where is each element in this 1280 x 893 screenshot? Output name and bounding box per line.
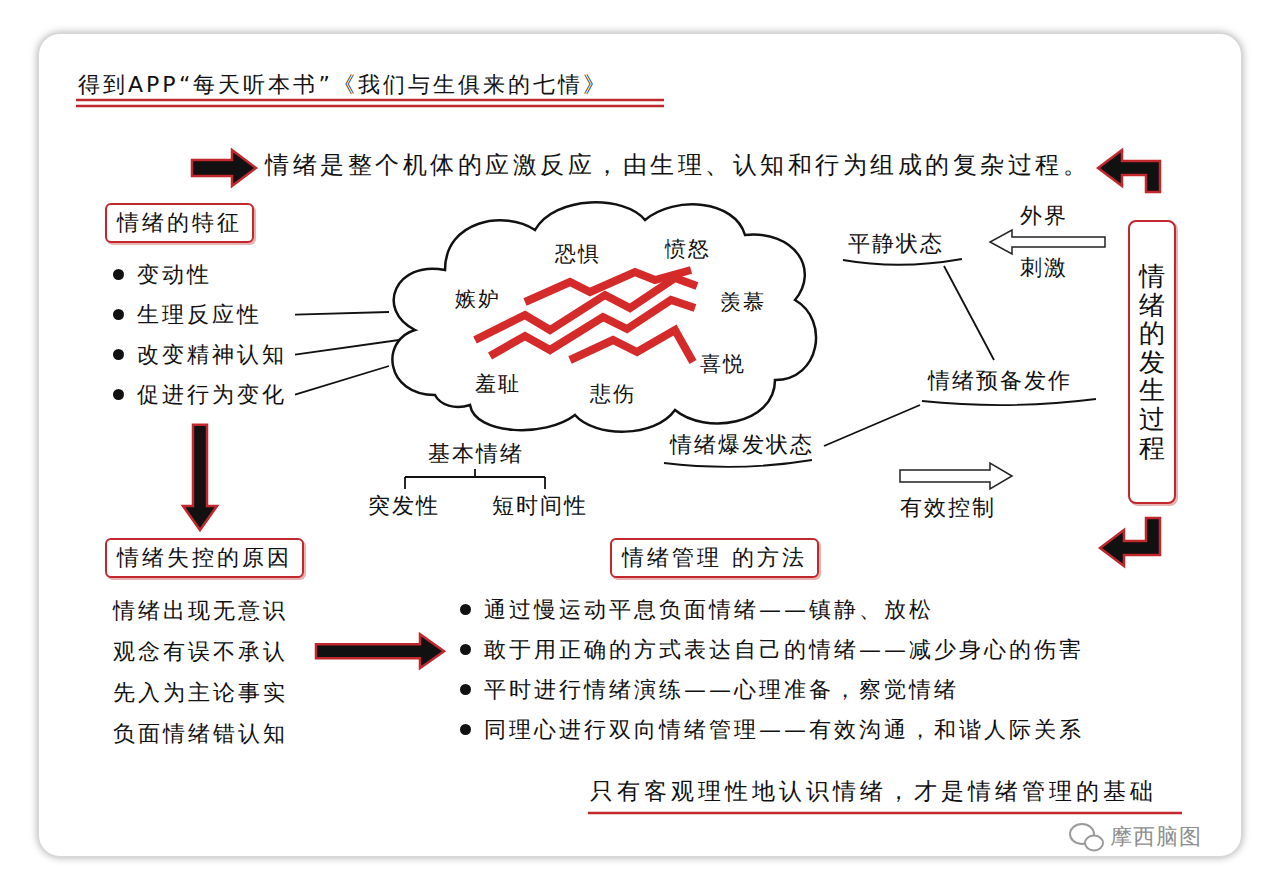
bottom-underline (588, 812, 1182, 815)
emotion-cloud: 嫉妒 恐惧 愤怒羡慕喜悦悲伤 羞耻 (375, 190, 830, 440)
wechat-icon (1070, 824, 1103, 851)
heading-box: 情绪失控的原因 (105, 538, 304, 578)
block-arrow (1098, 150, 1160, 192)
feature-group: 情绪的特征变动性生理反应性改变精神认知促进行为变化 (105, 203, 287, 415)
group-label: 基本情绪 (428, 440, 524, 468)
item-list: 变动性生理反应性改变精神认知促进行为变化 (105, 255, 287, 415)
connector (295, 312, 399, 395)
bullet-item: 变动性 (105, 255, 287, 295)
bullet-item: 改变精神认知 (105, 335, 287, 375)
item-list: 情绪出现无意识观念有误不承认先入为主论事实负面情绪错认知 (105, 590, 304, 754)
cause-item: 情绪出现无意识 (105, 590, 304, 631)
cause-item: 观念有误不承认 (105, 631, 304, 672)
state-text: 情绪爆发状态 (670, 431, 814, 459)
emotion-word: 羡慕 (720, 288, 766, 316)
emotion-band (570, 330, 693, 362)
leader-line (295, 312, 399, 395)
heading-title: 得到APP“每天听本书”《我们与生俱来的七情》 (78, 70, 608, 100)
watermark: 摩西脑图 (1110, 823, 1202, 851)
bullet-item: 生理反应性 (105, 295, 287, 335)
emotion-word: 愤怒 (665, 235, 711, 263)
block-arrow (183, 425, 217, 530)
emotion-word: 悲伤 (590, 380, 636, 408)
cause-item: 先入为主论事实 (105, 672, 304, 713)
emotion-word: 恐惧 (555, 240, 601, 268)
bullet-item: 同理心进行双向情绪管理——有效沟通，和谐人际关系 (452, 710, 1084, 750)
item-list: 通过慢运动平息负面情绪——镇静、放松敢于用正确的方式表达自己的情绪——减少身心的… (452, 590, 1084, 750)
bracket (405, 469, 545, 489)
process-box: 情绪的发生过程 (1128, 220, 1176, 504)
block-arrow (316, 634, 444, 668)
connector (183, 425, 217, 530)
emotion-word: 嫉妒 (455, 285, 501, 313)
heading-box: 情绪管理 的方法 (610, 538, 819, 578)
emotion-band (525, 270, 691, 302)
definition-text: 情绪是整个机体的应激反应，由生理、认知和行为组成的复杂过程。 (265, 150, 1090, 180)
emotion-word: 羞耻 (475, 370, 521, 398)
property-text: 突发性 (368, 492, 440, 520)
bullet-item: 促进行为变化 (105, 375, 287, 415)
bullet-item: 通过慢运动平息负面情绪——镇静、放松 (452, 590, 1084, 630)
vertical-heading: 情绪的发生过程 (1139, 262, 1165, 462)
property-text: 短时间性 (492, 492, 588, 520)
emotion-word: 喜悦 (700, 350, 746, 378)
bullet-item: 平时进行情绪演练——心理准备，察觉情绪 (452, 670, 1084, 710)
control-text: 有效控制 (900, 494, 996, 522)
block-arrow (192, 150, 256, 186)
summary-text: 只有客观理性地认识情绪，才是情绪管理的基础 (590, 777, 1157, 806)
method-group: 情绪管理 的方法通过慢运动平息负面情绪——镇静、放松敢于用正确的方式表达自己的情… (452, 538, 1084, 750)
connector (316, 634, 444, 668)
title-underline (76, 100, 664, 106)
hollow-arrow (990, 230, 1105, 254)
underline-curve (664, 259, 1096, 467)
hollow-arrow (900, 463, 1012, 489)
cloud-shape (392, 202, 816, 431)
state-text: 情绪预备发作 (928, 367, 1072, 395)
cause-group: 情绪失控的原因情绪出现无意识观念有误不承认先入为主论事实负面情绪错认知 (105, 538, 304, 754)
cause-item: 负面情绪错认知 (105, 713, 304, 754)
block-arrow (1100, 518, 1160, 566)
bullet-item: 敢于用正确的方式表达自己的情绪——减少身心的伤害 (452, 630, 1084, 670)
leader-line (824, 266, 994, 446)
state-text: 平静状态 (848, 230, 944, 258)
heading-box: 情绪的特征 (105, 203, 254, 243)
stimulus-text: 外界 刺激 (1020, 190, 1071, 294)
